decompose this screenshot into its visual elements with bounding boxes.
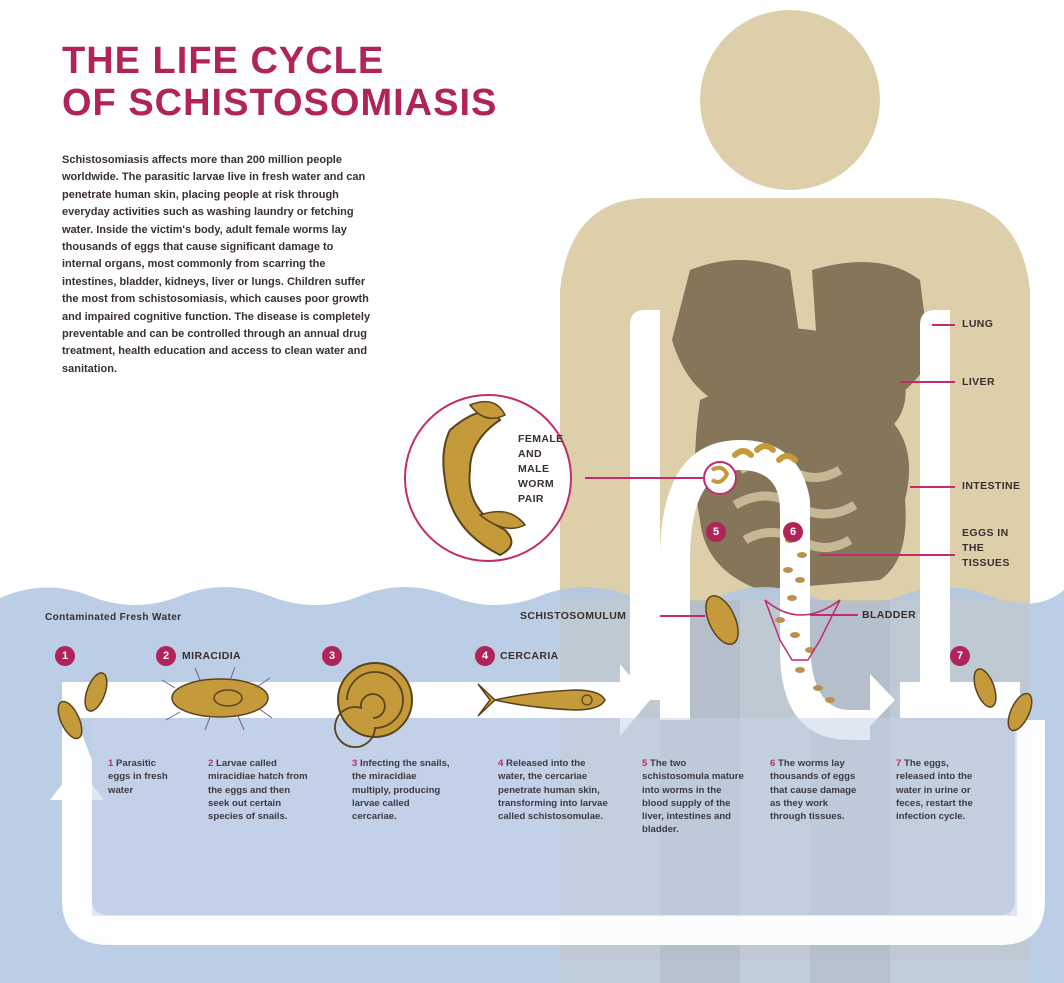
cercaria-label: CERCARIA xyxy=(500,650,559,662)
page-title-line-2: OF SCHISTOSOMIASIS xyxy=(62,82,497,124)
intestine-label: INTESTINE xyxy=(962,480,1020,492)
eggs-in-tissues-label: EGGS IN THE TISSUES xyxy=(962,526,1010,571)
page-title-line-1: THE LIFE CYCLE xyxy=(62,40,497,82)
worm-pair-label: FEMALE AND MALE WORM PAIR xyxy=(518,432,564,507)
step-marker-6: 6 xyxy=(783,522,803,542)
water-label: Contaminated Fresh Water xyxy=(45,612,181,623)
step-marker-2: 2 xyxy=(156,646,176,666)
step-4-description: 4 Released into the water, the cercariae… xyxy=(498,757,608,823)
step-5-text: The two schistosomula mature into worms … xyxy=(642,758,744,835)
eggs-label-line-1: EGGS IN xyxy=(962,526,1010,541)
worm-pair-line-1: FEMALE xyxy=(518,432,564,447)
worm-pair-line-4: WORM xyxy=(518,477,564,492)
step-marker-7: 7 xyxy=(950,646,970,666)
step-marker-1: 1 xyxy=(55,646,75,666)
step-2-num: 2 xyxy=(208,758,213,769)
worm-pair-line-5: PAIR xyxy=(518,492,564,507)
lung-label: LUNG xyxy=(962,318,993,330)
step-2-description: 2 Larvae called miracidiae hatch from th… xyxy=(208,757,308,823)
worm-pair-line-3: MALE xyxy=(518,462,564,477)
step-3-num: 3 xyxy=(352,758,357,769)
step-marker-5: 5 xyxy=(706,522,726,542)
worm-pair-line-2: AND xyxy=(518,447,564,462)
step-7-num: 7 xyxy=(896,758,901,769)
eggs-label-line-2: THE xyxy=(962,541,1010,556)
step-4-text: Released into the water, the cercariae p… xyxy=(498,758,608,822)
miracidia-label: MIRACIDIA xyxy=(182,650,241,662)
step-1-num: 1 xyxy=(108,758,113,769)
eggs-label-line-3: TISSUES xyxy=(962,556,1010,571)
step-3-text: Infecting the snails, the miracidiae mul… xyxy=(352,758,450,822)
step-marker-3: 3 xyxy=(322,646,342,666)
step-2-text: Larvae called miracidiae hatch from the … xyxy=(208,758,308,822)
bladder-label: BLADDER xyxy=(862,609,916,621)
liver-label: LIVER xyxy=(962,376,995,388)
step-6-text: The worms lay thousands of eggs that cau… xyxy=(770,758,856,822)
schistosomulum-label: SCHISTOSOMULUM xyxy=(520,610,626,622)
step-6-description: 6 The worms lay thousands of eggs that c… xyxy=(770,757,862,823)
step-7-description: 7 The eggs, released into the water in u… xyxy=(896,757,988,823)
step-1-text: Parasitic eggs in fresh water xyxy=(108,758,168,796)
step-5-num: 5 xyxy=(642,758,647,769)
step-4-num: 4 xyxy=(498,758,503,769)
page-title: THE LIFE CYCLE OF SCHISTOSOMIASIS xyxy=(62,40,497,124)
step-7-text: The eggs, released into the water in uri… xyxy=(896,758,973,822)
step-3-description: 3 Infecting the snails, the miracidiae m… xyxy=(352,757,452,823)
step-1-description: 1 Parasitic eggs in fresh water xyxy=(108,757,180,797)
step-5-description: 5 The two schistosomula mature into worm… xyxy=(642,757,750,837)
step-6-num: 6 xyxy=(770,758,775,769)
step-marker-4: 4 xyxy=(475,646,495,666)
intro-paragraph: Schistosomiasis affects more than 200 mi… xyxy=(62,152,372,378)
